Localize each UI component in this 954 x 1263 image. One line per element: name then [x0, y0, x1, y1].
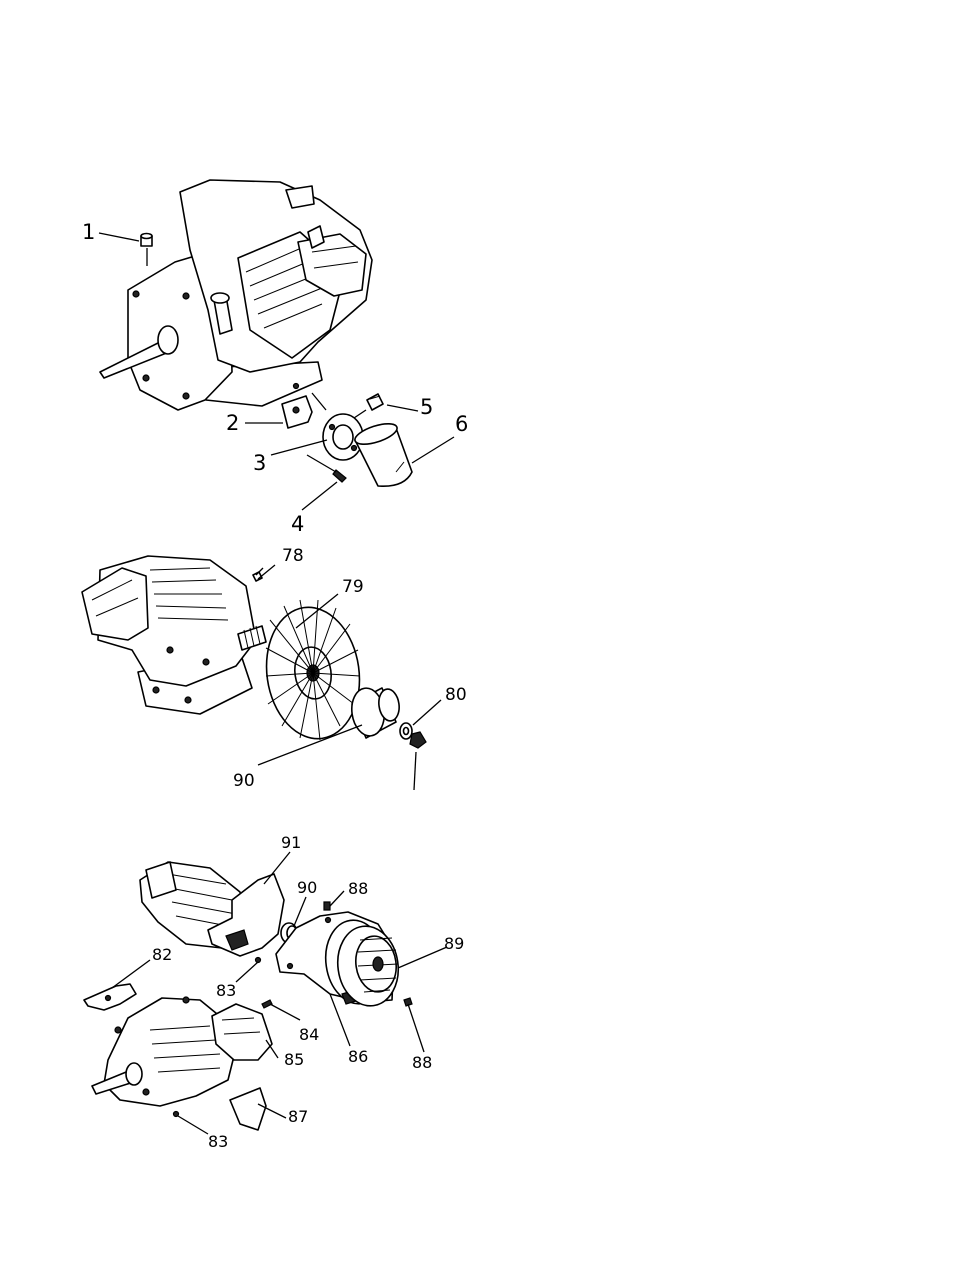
callout-80: 80 [445, 685, 467, 705]
callout-83-upper: 83 [216, 981, 236, 1000]
callout-83-lower: 83 [208, 1132, 228, 1151]
callout-87: 87 [288, 1107, 308, 1126]
callout-6: 6 [455, 412, 468, 436]
callout-78: 78 [282, 546, 304, 566]
diagram-blower-housing: 91 90 88 89 82 83 84 85 86 88 87 83 [84, 833, 464, 1151]
callout-84: 84 [299, 1025, 319, 1044]
starter-cup-part [349, 686, 401, 738]
callout-1: 1 [82, 220, 95, 244]
lower-engine-illustration [92, 997, 236, 1106]
bracket-part [84, 984, 136, 1010]
flywheel-part [258, 600, 367, 745]
callout-82: 82 [152, 945, 172, 964]
diagram-flywheel: 78 79 80 90 [82, 546, 467, 791]
oil-fill-cap-part [141, 234, 152, 247]
callout-79: 79 [342, 577, 364, 597]
callout-2: 2 [226, 411, 239, 435]
callout-3: 3 [253, 451, 266, 475]
callout-85: 85 [284, 1050, 304, 1069]
oil-fitting-part [367, 394, 383, 410]
diagram-engine-oil-filter: 1 2 3 4 5 6 [82, 180, 468, 536]
engine-block-illustration [100, 180, 372, 410]
callout-88-top: 88 [348, 879, 368, 898]
callout-89: 89 [444, 934, 464, 953]
oil-filter-adapter-gasket-part [282, 396, 312, 428]
engine-side-illustration [82, 556, 266, 714]
callout-86: 86 [348, 1047, 368, 1066]
callout-90: 90 [297, 878, 317, 897]
washer-part [400, 723, 412, 739]
callout-4: 4 [291, 512, 304, 536]
callout-5: 5 [420, 395, 433, 419]
callout-90: 90 [233, 771, 255, 791]
callout-91: 91 [281, 833, 301, 852]
lower-shroud-part [230, 1088, 266, 1130]
callout-88-bottom: 88 [412, 1053, 432, 1072]
nut-part [410, 732, 426, 748]
